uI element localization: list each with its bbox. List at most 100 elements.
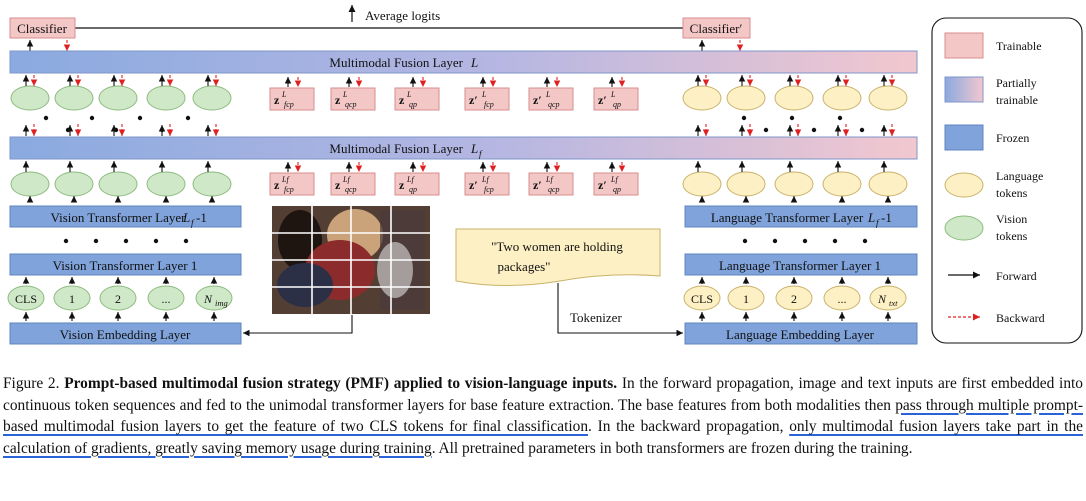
svg-text:2: 2 [791,292,797,306]
svg-text:Lf: Lf [610,175,619,184]
svg-text:Forward: Forward [996,269,1037,283]
prompt-mid-0 [269,172,315,196]
tokenizer-label: Tokenizer [570,310,622,325]
legend: Trainable Partially trainable Frozen Lan… [931,17,1083,344]
svg-text:Partially: Partially [996,76,1037,90]
vision-token-top-0 [10,85,50,111]
language-transformer-layer-1 [684,253,918,276]
fusion-layer-mid [9,136,918,160]
prompt-top-3 [464,87,510,111]
svg-text:...: ... [838,292,847,306]
legend-vision-swatch [944,215,984,241]
language-token-top-0 [682,85,722,111]
vision-embed-token-0 [7,285,45,311]
svg-text:packages": packages" [498,259,551,274]
prompt-mid-2 [394,172,440,196]
prompt-top-1 [330,87,376,111]
svg-text:z: z [399,178,405,192]
svg-text:f: f [191,218,195,228]
svg-text:Language Transformer Layer: Language Transformer Layer [711,210,864,225]
language-embed-token-3 [823,285,861,311]
classifier-left [9,17,76,39]
svg-text:f: f [479,149,483,159]
svg-text:Lf: Lf [342,175,351,184]
svg-text:z′: z′ [469,93,478,107]
svg-text:Language: Language [996,169,1043,183]
svg-text:Multimodal Fusion Layer: Multimodal Fusion Layer [329,141,463,156]
svg-text:L: L [406,90,412,99]
language-token-top-4 [868,85,908,111]
svg-text:tokens: tokens [996,186,1028,200]
language-embed-token-4 [869,285,907,311]
svg-text:z: z [274,178,280,192]
vision-embed-token-2 [99,285,137,311]
svg-text:L: L [281,90,287,99]
vision-token-mid-0 [10,171,50,197]
svg-text:img: img [215,298,228,308]
svg-text:z′: z′ [533,178,542,192]
svg-text:z′: z′ [598,93,607,107]
language-token-mid-0 [682,171,722,197]
svg-text:z′: z′ [469,178,478,192]
vision-embed-token-4 [195,285,233,311]
prompt-top-5 [593,87,639,111]
svg-text:z′: z′ [598,178,607,192]
vision-embed-token-3 [147,285,185,311]
prompt-mid-5 [593,172,639,196]
svg-text:fcp: fcp [284,185,294,194]
svg-text:qcp: qcp [345,185,357,194]
svg-text:CLS: CLS [691,292,713,306]
language-embed-token-2 [775,285,813,311]
svg-text:Lf: Lf [281,175,290,184]
prompt-top-4 [528,87,574,111]
svg-text:Classifier′: Classifier′ [690,21,743,36]
svg-text:Backward: Backward [996,311,1045,325]
legend-trainable: Trainable [996,39,1042,53]
svg-text:z: z [335,93,341,107]
vision-token-top-3 [146,85,186,111]
svg-text:Vision: Vision [996,212,1027,226]
svg-text:-1: -1 [881,210,892,225]
legend-trainable-swatch [944,32,984,59]
vision-token-mid-1 [54,171,94,197]
svg-text:qp: qp [613,185,621,194]
legend-language-swatch [944,172,984,198]
svg-text:L: L [545,90,551,99]
svg-text:Frozen: Frozen [996,131,1029,145]
svg-text:fcp: fcp [484,100,494,109]
svg-text:qcp: qcp [548,100,560,109]
svg-text:L: L [342,90,348,99]
svg-text:2: 2 [115,292,121,306]
svg-text:L: L [470,141,478,156]
vision-token-mid-4 [192,171,232,197]
svg-text:...: ... [162,292,171,306]
average-logits-label: Average logits [365,8,440,23]
svg-text:tokens: tokens [996,229,1028,243]
svg-text:Lf: Lf [406,175,415,184]
svg-text:txt: txt [889,298,898,308]
caption-highlight-2: only multimodal fusion layers take part … [3,418,1083,457]
svg-text:qp: qp [409,185,417,194]
text-input-document [455,228,661,286]
svg-text:Lf: Lf [545,175,554,184]
classifier-right [682,17,751,39]
svg-text:Language Transformer Layer 1: Language Transformer Layer 1 [719,258,881,273]
svg-text:L: L [610,90,616,99]
caption-highlight-1: pass through multiple prompt-based multi… [3,396,1083,436]
language-token-mid-2 [774,171,814,197]
svg-text:Lf: Lf [481,175,490,184]
language-embed-token-0 [683,285,721,311]
svg-text:Classifier: Classifier [17,21,67,36]
svg-text:N: N [877,292,887,306]
vision-transformer-layer-top [9,205,242,228]
svg-text:fcp: fcp [484,185,494,194]
language-token-top-1 [726,85,766,111]
svg-text:f: f [876,218,880,228]
language-embed-token-1 [727,285,765,311]
vision-token-top-4 [192,85,232,111]
input-image [272,206,430,314]
prompt-top-2 [394,87,440,111]
vision-transformer-layer-1 [9,253,242,276]
svg-text:L: L [182,210,190,225]
svg-text:trainable: trainable [996,93,1038,107]
